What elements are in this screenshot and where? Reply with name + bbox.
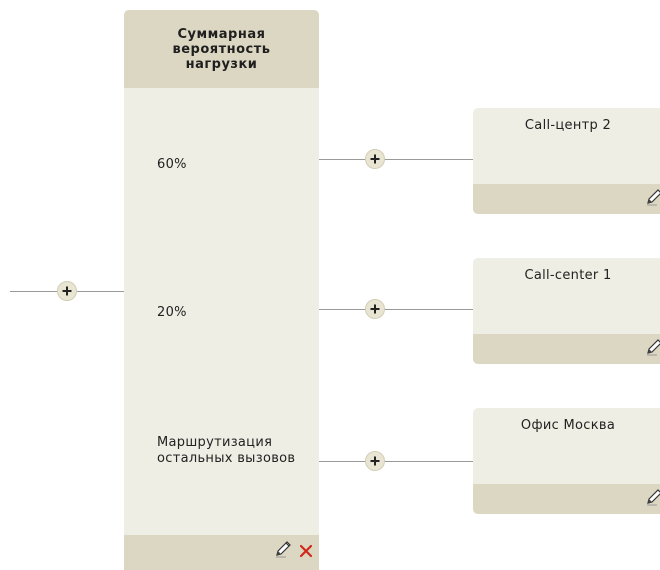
pencil-icon[interactable] xyxy=(645,488,660,506)
connector-row-2 xyxy=(319,309,473,310)
add-route-button-2[interactable] xyxy=(365,299,385,319)
pencil-icon[interactable] xyxy=(645,188,660,206)
close-icon[interactable] xyxy=(299,544,313,558)
panel-footer xyxy=(124,535,319,570)
pencil-icon[interactable] xyxy=(645,338,660,356)
destination-footer xyxy=(473,334,660,364)
destination-node-1[interactable]: Call-центр 2 xyxy=(473,108,660,214)
row-label-1: 60% xyxy=(157,157,187,172)
add-incoming-button[interactable] xyxy=(57,281,77,301)
destination-title: Офис Москва xyxy=(520,418,616,433)
load-probability-panel: Суммарная вероятность нагрузки 60% 20% М… xyxy=(124,10,319,570)
connector-row-3 xyxy=(319,461,473,462)
row-label-2: 20% xyxy=(157,305,187,320)
panel-title: Суммарная вероятность нагрузки xyxy=(124,10,319,88)
connector-row-1 xyxy=(319,159,473,160)
destination-footer xyxy=(473,484,660,514)
add-route-button-1[interactable] xyxy=(365,149,385,169)
destination-node-3[interactable]: Офис Москва xyxy=(473,408,660,514)
row-label-3: Маршрутизация остальных вызовов xyxy=(157,435,296,466)
pencil-icon[interactable] xyxy=(274,540,294,558)
destination-title: Call-center 1 xyxy=(524,268,612,283)
add-route-button-3[interactable] xyxy=(365,451,385,471)
destination-footer xyxy=(473,184,660,214)
destination-title: Call-центр 2 xyxy=(524,118,612,133)
destination-node-2[interactable]: Call-center 1 xyxy=(473,258,660,364)
